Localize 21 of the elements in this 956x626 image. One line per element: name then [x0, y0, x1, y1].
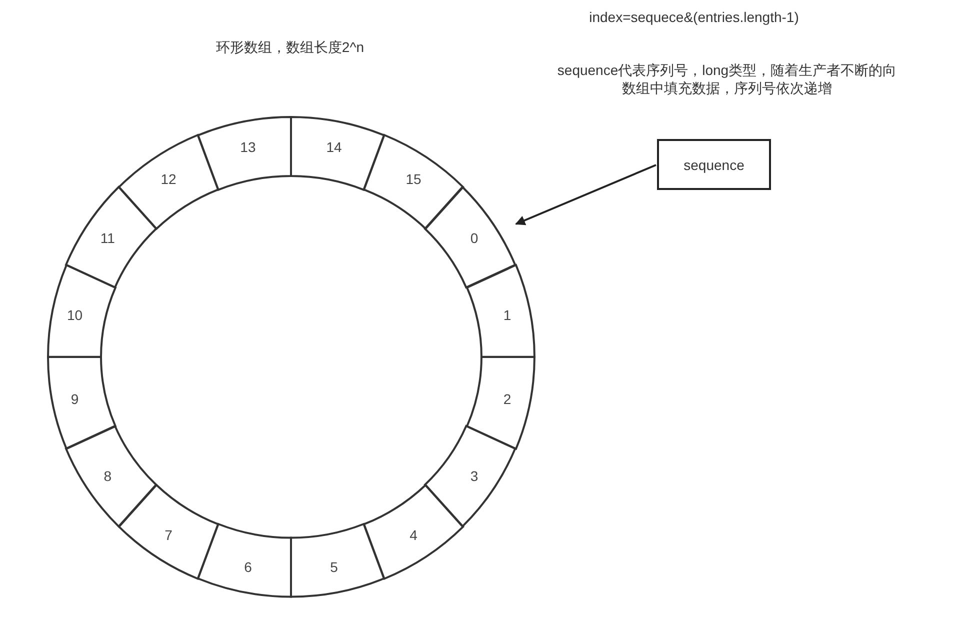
- segment-number: 6: [244, 559, 252, 576]
- arrow: [515, 164, 656, 226]
- segment-number: 15: [406, 170, 422, 187]
- segment-number: 11: [100, 230, 115, 246]
- segment-number: 13: [240, 138, 256, 155]
- formula-text: index=sequece&(entries.length-1): [589, 8, 799, 26]
- segment-number: 2: [503, 390, 512, 407]
- segment-number: 8: [104, 468, 112, 484]
- segment-number: 3: [470, 468, 478, 484]
- note-text: sequence代表序列号，long类型，随着生产者不断的向数组中填充数据，序列号依次递增: [556, 61, 898, 97]
- segment-number: 14: [326, 138, 342, 155]
- segment-number: 9: [70, 390, 79, 407]
- segment-number: 1: [503, 307, 512, 324]
- segment-number: 0: [470, 230, 478, 246]
- segment-number: 10: [66, 307, 83, 324]
- segment-number: 4: [410, 527, 418, 544]
- title-text: 环形数组，数组长度2^n: [216, 38, 364, 56]
- text-box: sequence: [657, 139, 771, 190]
- segment-number: 5: [330, 559, 338, 576]
- segment-number: 7: [164, 527, 172, 544]
- segment-number: 12: [160, 170, 176, 187]
